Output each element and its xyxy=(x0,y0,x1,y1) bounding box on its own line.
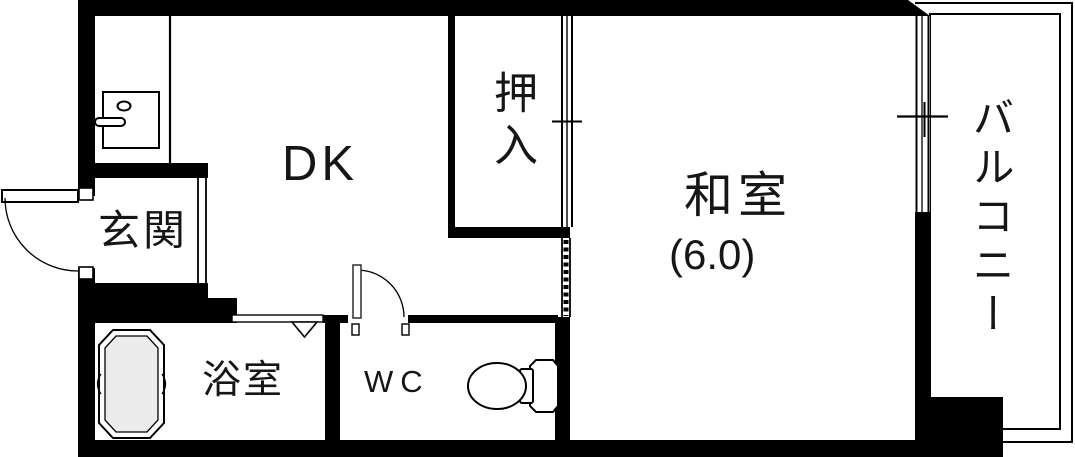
room-label-dk: DK xyxy=(282,137,359,191)
bathroom-door xyxy=(231,314,324,339)
oshiire-left-wall xyxy=(448,16,455,230)
washitsu-left-wall xyxy=(555,317,570,440)
outer-wall-left-upper xyxy=(78,0,95,196)
room-label-wc: WC xyxy=(364,364,430,399)
bathtub-icon xyxy=(96,329,167,439)
genkan-bottom-wall xyxy=(83,283,208,323)
sink-faucet xyxy=(94,117,126,127)
toilet-tank xyxy=(529,359,559,413)
dk-washitsu-partition xyxy=(560,238,572,317)
entrance-door xyxy=(1,187,94,280)
bathroom-top-wall xyxy=(323,315,348,323)
bathroom-wc-divider-wall xyxy=(325,323,340,440)
outer-wall-top-bevel xyxy=(908,0,930,16)
entrance-door-frame-bottom xyxy=(78,266,94,280)
washitsu-balcony-window xyxy=(897,16,948,212)
bathtub-side-mark xyxy=(96,373,102,395)
room-label-washitsu: 和室 xyxy=(684,169,793,223)
bathtub-inner xyxy=(104,335,159,433)
oshiire-bottom-wall xyxy=(448,227,570,238)
wc-door-frame-right xyxy=(401,323,410,336)
wc-top-wall xyxy=(408,315,558,323)
outer-wall-top xyxy=(78,0,908,16)
kitchen-sink-icon xyxy=(94,91,160,149)
balcony-inner-rail xyxy=(929,13,1061,430)
genkan-top-wall xyxy=(78,163,208,178)
bathroom-door-triangle xyxy=(290,321,319,339)
room-label-bathroom: 浴室 xyxy=(202,359,285,402)
wc-door-swing-arc xyxy=(356,269,405,318)
toilet-icon xyxy=(467,359,559,413)
entrance-door-leaf xyxy=(1,189,79,203)
entrance-door-swing-arc xyxy=(4,197,79,272)
bathtub-side-mark xyxy=(161,373,167,395)
toilet-bowl xyxy=(467,362,527,410)
balcony-bottom-wall xyxy=(915,397,1003,457)
balcony-outer-rail xyxy=(915,2,1073,443)
oshiire-sliding-door xyxy=(552,16,582,227)
wc-door xyxy=(351,264,410,336)
genkan-step-line xyxy=(197,178,207,283)
bathroom-door-threshold xyxy=(231,314,324,323)
room-label-oshiire: 押入 xyxy=(487,70,536,174)
room-label-genkan: 玄関 xyxy=(98,207,189,254)
room-size-washitsu: (6.0) xyxy=(669,231,756,278)
wc-door-leaf xyxy=(352,264,362,319)
walls xyxy=(78,0,1003,457)
washitsu-right-wall xyxy=(915,212,930,457)
sink-burner xyxy=(116,100,132,112)
room-label-balcony: バルコニー xyxy=(967,96,1014,341)
wc-door-frame-left xyxy=(351,323,360,336)
outer-wall-bottom xyxy=(78,440,930,457)
entrance-door-frame-top xyxy=(78,187,94,201)
